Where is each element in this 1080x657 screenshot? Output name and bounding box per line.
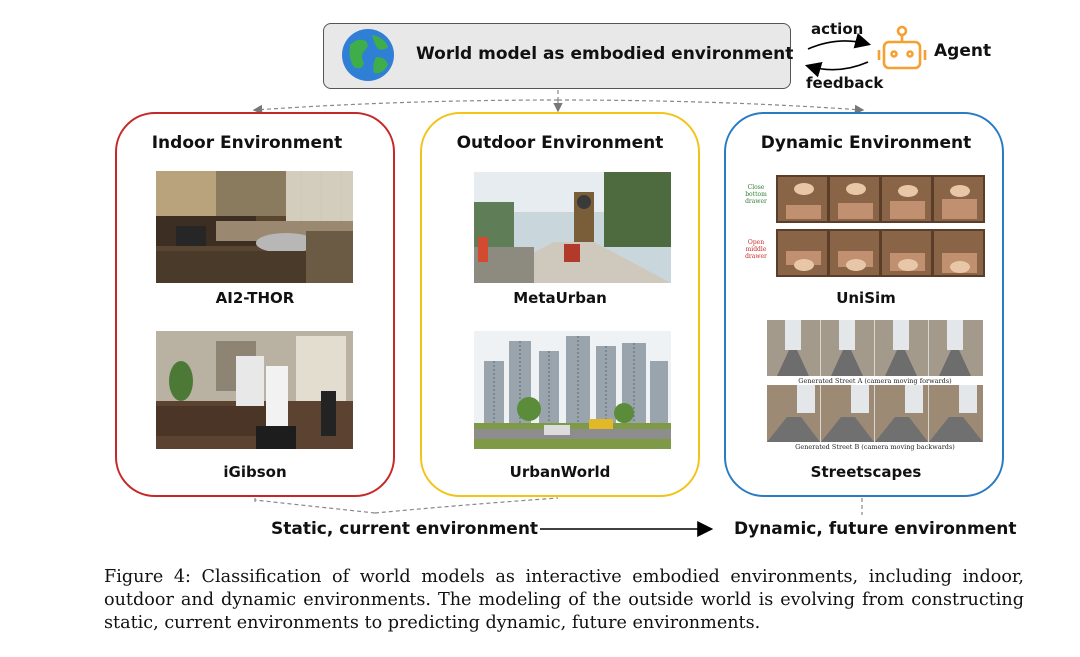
- bottom-connectors: [254, 497, 863, 515]
- streetscapes-caption-b: Generated Street B (camera moving backwa…: [795, 443, 955, 451]
- world-model-box: [323, 23, 791, 89]
- static-environment-label: Static, current environment: [271, 519, 539, 539]
- panel-title-dynamic: Dynamic Environment: [760, 133, 972, 153]
- unisim-frames-top: [776, 175, 985, 223]
- panel-dynamic: [724, 112, 1004, 497]
- urbanworld-image: [474, 331, 671, 449]
- panel-title-indoor: Indoor Environment: [151, 133, 343, 153]
- figure-caption: Figure 4: Classification of world models…: [104, 567, 1024, 633]
- item-name-urbanworld: UrbanWorld: [509, 463, 611, 481]
- item-name-unisim: UniSim: [836, 289, 896, 307]
- page-title: World model as embodied environment: [416, 44, 794, 64]
- robot-icon: [877, 25, 927, 70]
- globe-icon: [342, 29, 394, 81]
- unisim-label-close: Close bottom drawer: [745, 184, 767, 205]
- panel-indoor: [115, 112, 395, 497]
- item-name-streetscapes: Streetscapes: [810, 463, 922, 481]
- action-label: action: [811, 20, 864, 38]
- action-arrow: [807, 32, 872, 50]
- dynamic-environment-label: Dynamic, future environment: [734, 519, 1017, 539]
- item-name-igibson: iGibson: [223, 463, 287, 481]
- top-connectors: [252, 90, 865, 115]
- item-name-ai2thor: AI2-THOR: [215, 289, 295, 307]
- feedback-arrow: [804, 61, 869, 78]
- panel-outdoor: [420, 112, 700, 497]
- streetscapes-caption-a: Generated Street A (camera moving forwar…: [798, 377, 952, 385]
- streetscapes-frames-b: [767, 385, 983, 442]
- metaurban-image: [474, 172, 671, 283]
- ai2thor-image: [156, 171, 353, 283]
- agent-label: Agent: [934, 41, 992, 61]
- panel-title-outdoor: Outdoor Environment: [456, 133, 664, 153]
- feedback-label: feedback: [806, 74, 884, 92]
- streetscapes-frames-a: [767, 320, 983, 376]
- item-name-metaurban: MetaUrban: [513, 289, 607, 307]
- unisim-label-open: Open middle drawer: [745, 239, 767, 260]
- igibson-image: [156, 331, 353, 449]
- unisim-frames-bottom: [776, 229, 985, 277]
